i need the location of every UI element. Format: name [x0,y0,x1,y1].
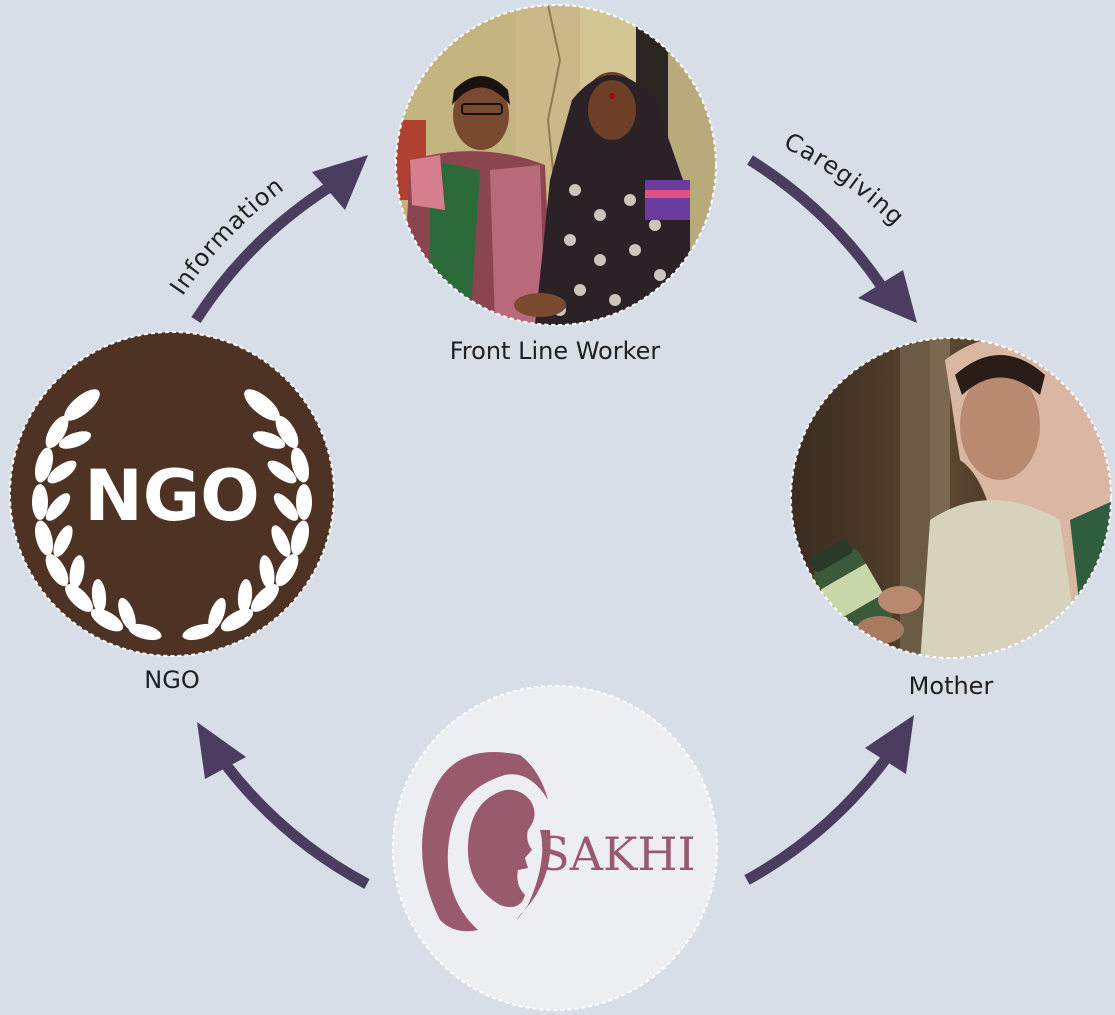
sakhi-logo: SAKHI [392,685,718,1011]
arrow-sakhi-to-mother [744,715,914,885]
mother-photo [790,337,1112,659]
edge-label-caregiving: Caregiving [780,127,910,231]
ngo-badge: NGO [9,331,335,657]
node-label-front-line-worker: Front Line Worker [450,337,661,365]
sakhi-logo-text: SAKHI [538,827,695,881]
ngo-logo-text: NGO [84,455,260,537]
node-label-ngo: NGO [144,666,199,694]
arrow-information [191,155,368,323]
laurel-wreath-icon [32,389,312,641]
arrow-caregiving [747,155,917,323]
front-line-worker-photo [395,4,717,326]
woman-silhouette-icon [422,752,551,932]
node-label-mother: Mother [909,672,994,700]
arrow-sakhi-to-ngo [197,722,370,889]
